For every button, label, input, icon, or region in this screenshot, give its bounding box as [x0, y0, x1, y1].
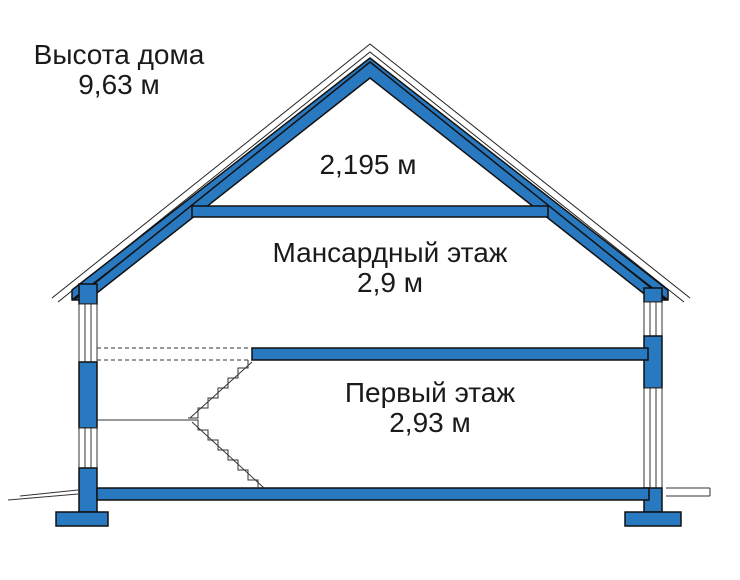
first-floor-slab	[96, 487, 650, 501]
attic-floor-label: Мансардный этаж 2,9 м	[220, 237, 560, 299]
ground	[7, 487, 711, 501]
attic-floor-value: 2,9 м	[357, 267, 423, 299]
attic-floor-slab	[97, 347, 649, 361]
attic-space-value: 2,195 м	[319, 149, 417, 180]
first-floor-label: Первый этаж 2,93 м	[300, 377, 560, 439]
house-height-value: 9,63 м	[78, 69, 160, 101]
attic-floor-title: Мансардный этаж	[272, 237, 508, 268]
staircase	[97, 360, 265, 489]
attic-space-height-label: 2,195 м	[268, 149, 468, 180]
roof-outline	[51, 43, 691, 303]
first-floor-value: 2,93 м	[389, 407, 471, 439]
house-height-label: Высота дома 9,63 м	[14, 39, 224, 101]
first-floor-title: Первый этаж	[344, 377, 516, 408]
left-wall	[55, 283, 109, 527]
collar-tie	[191, 205, 549, 218]
house-height-title: Высота дома	[33, 39, 205, 70]
